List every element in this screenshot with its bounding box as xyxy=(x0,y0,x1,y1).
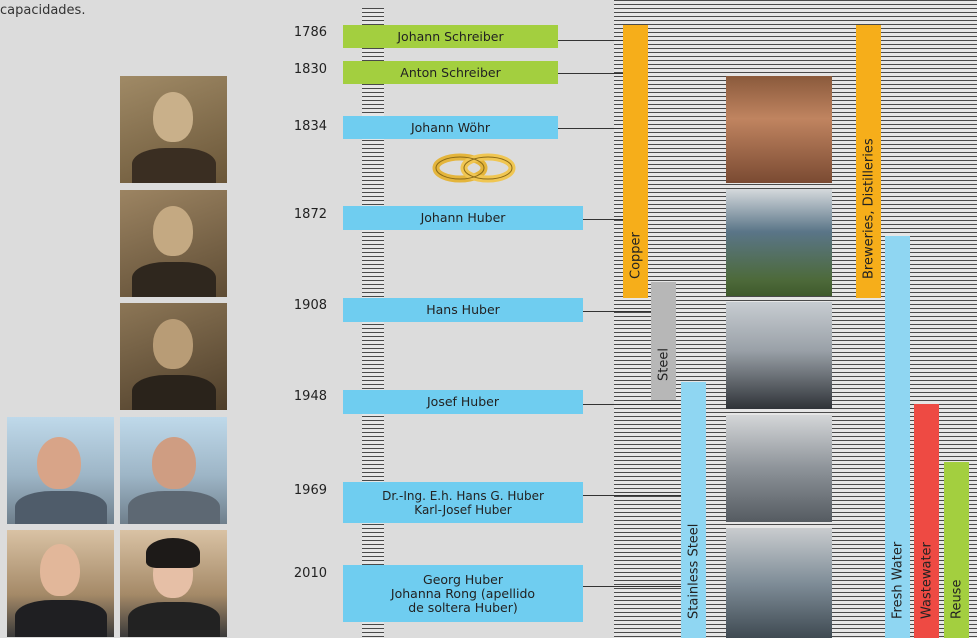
year-label: 1969 xyxy=(293,483,327,498)
application-label: Fresh Water xyxy=(890,541,905,619)
application-bar-fresh-water: Fresh Water xyxy=(885,236,910,638)
year-label: 1908 xyxy=(293,298,327,313)
connector-line xyxy=(583,311,651,312)
material-bar-copper: Copper xyxy=(623,25,648,298)
application-label: Reuse xyxy=(949,579,964,619)
timeline-spine xyxy=(362,8,384,638)
portrait-johann-wohr xyxy=(120,76,227,183)
person-box: Anton Schreiber xyxy=(343,61,558,84)
year-label: 1872 xyxy=(293,207,327,222)
material-bar-stainless-steel: Stainless Steel xyxy=(681,382,706,638)
year-label: 1830 xyxy=(293,62,327,77)
portrait-johann-huber xyxy=(120,190,227,297)
connector-line xyxy=(583,404,681,405)
process-image-water-tanks xyxy=(726,189,832,296)
application-bar-breweries: Breweries, Distilleries xyxy=(856,25,881,298)
person-box: Josef Huber xyxy=(343,390,583,414)
material-bar-steel: Steel xyxy=(651,282,676,400)
person-box: Johann Wöhr xyxy=(343,116,558,139)
process-image-stainless-units xyxy=(726,528,832,638)
connector-line xyxy=(558,73,623,74)
intro-text: capacidades. xyxy=(0,3,86,18)
portrait-johanna-rong xyxy=(120,530,227,637)
application-label: Breweries, Distilleries xyxy=(861,138,876,279)
year-label: 1948 xyxy=(293,389,327,404)
connector-line xyxy=(583,586,681,587)
portrait-hans-huber xyxy=(120,303,227,410)
application-bar-reuse: Reuse xyxy=(944,462,969,638)
application-bar-wastewater: Wastewater xyxy=(914,404,939,638)
application-label: Wastewater xyxy=(919,542,934,619)
material-label: Copper xyxy=(628,232,643,279)
connector-line xyxy=(583,219,623,220)
year-label: 2010 xyxy=(293,566,327,581)
material-label: Steel xyxy=(656,348,671,381)
person-box: Johann Schreiber xyxy=(343,25,558,48)
portrait-georg-huber xyxy=(7,530,114,637)
material-label: Stainless Steel xyxy=(686,523,701,619)
process-image-copper-vat xyxy=(726,76,832,183)
connector-line xyxy=(558,40,623,41)
process-image-factory-hall xyxy=(726,415,832,522)
connector-line xyxy=(558,128,623,129)
person-box: Hans Huber xyxy=(343,298,583,322)
year-label: 1786 xyxy=(293,25,327,40)
portrait-karl-josef-huber xyxy=(120,417,227,524)
connector-line xyxy=(583,495,681,496)
portrait-hans-g-huber xyxy=(7,417,114,524)
year-label: 1834 xyxy=(293,119,327,134)
wedding-rings-icon xyxy=(432,153,516,183)
process-image-steel-screens xyxy=(726,302,832,409)
person-box: Johann Huber xyxy=(343,206,583,230)
